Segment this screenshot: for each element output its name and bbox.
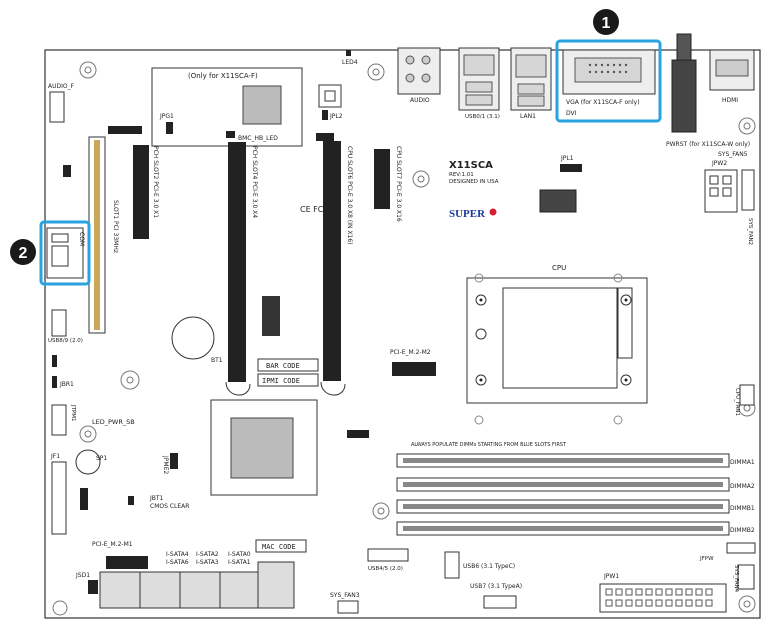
dimm-slots [396, 453, 730, 536]
slot1-label: SLOT1 PCI 33MHz [112, 200, 119, 253]
jbt1-label: JBT1 [149, 495, 164, 502]
only-x11sca-f-label: (Only for X11SCA-F) [188, 72, 258, 80]
sys-fan4-label: SYS_FAN4 [733, 565, 739, 593]
callout-1-highlight [555, 39, 662, 123]
slot2-pcie [133, 145, 149, 239]
jpl1-label: JPL1 [560, 155, 574, 162]
jpme2-label: JPME2 [162, 455, 169, 474]
jfp-label: JFPW [699, 556, 714, 562]
jpw2-label: JPW2 [711, 160, 727, 167]
i-sata0-label: I-SATA0 [228, 551, 251, 558]
m2-slot-2 [392, 362, 436, 376]
slot6-label: CPU SLOT6 PCI-E 3.0 X8 (IN X16) [346, 146, 353, 244]
pcie-m2-m2-label: PCI-E_M.2-M2 [390, 349, 431, 356]
vga-note-label: VGA (for X11SCA-F only) [566, 99, 640, 106]
audio-header-label: AUDIO_F [48, 83, 75, 90]
bar-code-label: BAR CODE [266, 362, 300, 370]
jpl2-label: JPL2 [329, 113, 343, 120]
slot4-pcie [228, 142, 246, 382]
cpu-socket [502, 287, 618, 389]
cpu-label: CPU [552, 264, 566, 272]
i-sata3-label: I-SATA3 [196, 559, 219, 566]
ce-mark: CE FC [300, 205, 324, 214]
slot6-pcie [323, 141, 341, 381]
usb-typea-label: USB7 (3.1 TypeA) [470, 583, 522, 590]
usb-header-label: USB4/5 (2.0) [368, 566, 403, 572]
callout-1-number: 1 [602, 15, 611, 32]
slot2-label: PCH SLOT2 PCI-E 3.0 X1 [152, 146, 159, 218]
audio-port-label: AUDIO [410, 97, 430, 104]
brand-logo: SUPER [449, 208, 486, 220]
dimma1-label: DIMMA1 [730, 459, 755, 466]
i-sata4-label: I-SATA4 [166, 551, 189, 558]
pcie-m2-m1-label: PCI-E_M.2-M1 [92, 541, 133, 548]
rev-label: REV:1.01 [449, 172, 474, 178]
bt1-label: BT1 [211, 357, 223, 364]
cpu-fan1-label: CPU_FAN1 [734, 388, 740, 416]
i-sata1-label: I-SATA1 [228, 559, 251, 566]
sys-fan5-label: SYS_FAN5 [718, 151, 748, 158]
jf1-label: JF1 [50, 453, 60, 460]
callout-2-highlight [39, 220, 91, 286]
led4-label: LED4 [342, 59, 358, 66]
designed-label: DESIGNED IN USA [449, 179, 499, 185]
jbr1-label: JBR1 [59, 381, 74, 388]
slot7-pcie [374, 149, 390, 209]
slot7-label: CPU SLOT7 PCI-E 3.0 X16 [395, 146, 402, 222]
jpg1-label: JPG1 [159, 113, 174, 120]
jpw1-connector [599, 583, 727, 613]
sp1-label: SP1 [96, 455, 107, 462]
sata-ports [99, 561, 295, 609]
lan1-label: LAN1 [520, 113, 536, 120]
mounting-holes [52, 61, 756, 616]
slot4-label: PCH SLOT4 PCI-E 3.0 X4 [251, 146, 258, 218]
battery [171, 316, 215, 360]
model-label: X11SCA [449, 160, 493, 171]
usb-2-0-label: USB8/9 (2.0) [48, 338, 83, 344]
mac-code-label: MAC CODE [262, 543, 296, 551]
usb-lan-label: USB0/1 (3.1) [465, 114, 500, 120]
usb-typec-label: USB6 (3.1 TypeC) [463, 563, 515, 570]
jf1-header [51, 461, 67, 535]
m2-slot-1 [106, 556, 148, 569]
dvi-label: DVI [566, 110, 577, 117]
jpw1-label: JPW1 [603, 573, 619, 580]
bmc-area [151, 67, 303, 147]
led-pwr-sb-label: LED_PWR_SB [92, 418, 135, 426]
i-sata6-label: I-SATA6 [166, 559, 189, 566]
dimmb2-label: DIMMB2 [730, 527, 755, 534]
i-sata2-label: I-SATA2 [196, 551, 219, 558]
pwrst-label: PWRST (for X11SCA-W only) [666, 141, 750, 148]
jsd1-label: JSD1 [75, 572, 90, 579]
fan2-label: SYS_FAN2 [747, 218, 753, 245]
callout-1-badge [593, 9, 619, 35]
ipmi-code-label: IPMI CODE [262, 377, 300, 385]
usb-header [367, 548, 409, 562]
cmos-clear-label: CMOS CLEAR [150, 503, 189, 510]
dimmb1-label: DIMMB1 [730, 505, 755, 512]
com-label: COM [78, 232, 85, 246]
jtpm1-label: JTPM1 [70, 404, 76, 422]
callout-2-badge [10, 239, 36, 265]
bmc-hb-led-label: BMC_HB_LED [238, 135, 278, 142]
dimm-warning-label: ALWAYS POPULATE DIMMs STARTING FROM BLUE… [411, 442, 567, 448]
cpu-socket-outline [466, 277, 648, 404]
dimma2-label: DIMMA2 [730, 483, 755, 490]
bmc-chip [242, 85, 282, 125]
hdmi-label: HDMI [722, 97, 738, 104]
callout-2-number: 2 [19, 245, 28, 262]
audio-port-block [397, 47, 441, 95]
sys-fan3-label: SYS_FAN3 [330, 592, 360, 599]
